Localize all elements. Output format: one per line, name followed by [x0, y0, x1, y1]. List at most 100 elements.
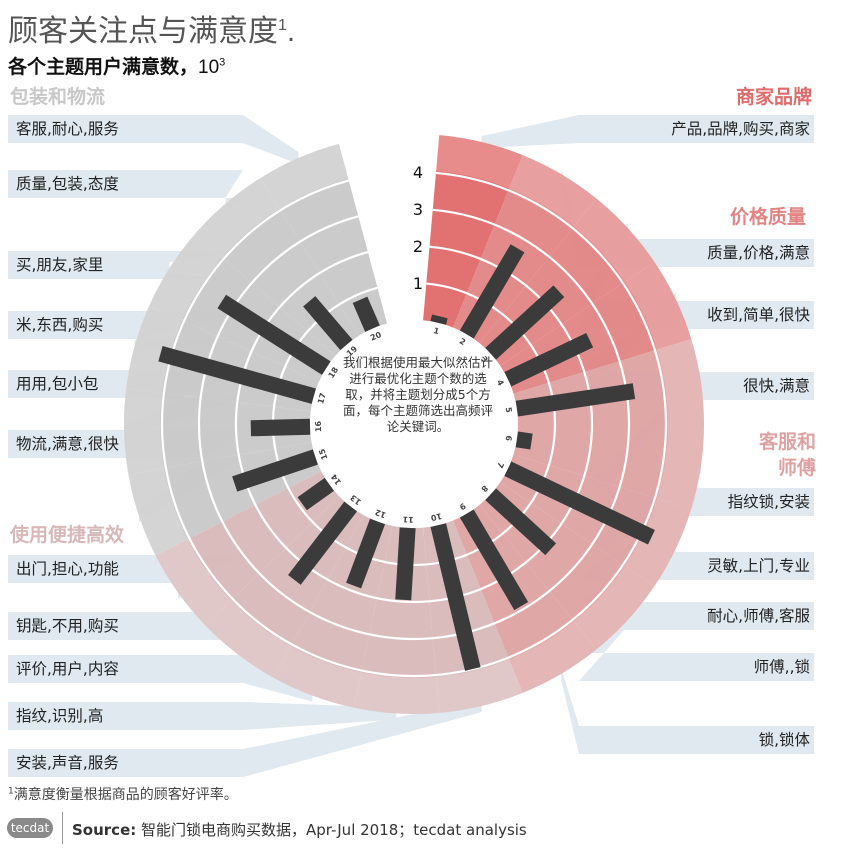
bar-group-12	[346, 518, 386, 589]
bar-label-15: 15	[317, 447, 329, 461]
label-band-9	[561, 667, 814, 754]
topic-keywords-14: 出门,担心,功能	[16, 560, 119, 578]
bar-label-2: 2	[458, 336, 467, 347]
bar-group-13	[288, 501, 358, 585]
topic-keywords-12: 评价,用户,内容	[16, 660, 119, 678]
bar-group-1	[430, 314, 448, 325]
topic-keywords-11: 指纹,识别,高	[16, 707, 103, 725]
bar-group-4	[504, 332, 594, 387]
ring-4	[160, 171, 668, 678]
bar-label-9: 9	[457, 501, 467, 512]
bar-label-4: 4	[495, 378, 506, 387]
topic-keywords-10: 安装,声音,服务	[16, 754, 119, 772]
topic-keywords-18: 买,朋友,家里	[16, 256, 103, 274]
label-band-20	[8, 115, 299, 165]
topic-keywords-2: 质量,价格,满意	[707, 243, 810, 262]
bar-group-5	[515, 383, 636, 417]
bar-1	[430, 314, 448, 325]
topic-keywords-7: 耐心,师傅,客服	[707, 607, 810, 625]
bar-15	[232, 449, 318, 492]
ring-2	[234, 245, 594, 604]
sector-20	[260, 143, 388, 336]
bar-label-10: 10	[429, 511, 442, 522]
bar-group-7	[504, 461, 655, 545]
bar-19	[303, 296, 353, 351]
bar-group-17	[158, 345, 316, 404]
center-disc	[310, 320, 518, 528]
ring-1	[271, 282, 557, 567]
bar-2	[459, 244, 525, 339]
tecdat-logo: tecdat	[7, 818, 53, 838]
bar-group-18	[217, 294, 331, 375]
label-band-13	[8, 612, 243, 661]
sector-1	[423, 135, 523, 328]
topic-keywords-17: 米,东西,购买	[16, 316, 103, 334]
ring-3	[197, 208, 631, 641]
bar-11	[395, 527, 416, 601]
text-layer: 12345678910111213141516171819201234商家品牌价…	[9, 85, 816, 546]
bar-label-8: 8	[479, 483, 490, 494]
bar-5	[515, 383, 636, 417]
bar-10	[430, 523, 481, 671]
topic-keywords-3: 收到,简单,很快	[707, 306, 810, 324]
topic-keywords-9: 锁,锁体	[759, 731, 811, 749]
bar-6	[515, 431, 533, 450]
center-note: 我们根据使用最大似然估计进行最优化主题个数的选取，并将主题划分成5个方面，每个主…	[342, 355, 493, 434]
bar-group-19	[303, 296, 353, 351]
bar-group-15	[232, 449, 318, 492]
label-band-1	[481, 115, 814, 149]
label-band-8	[579, 613, 814, 681]
bar-7	[504, 461, 655, 545]
topic-keywords-16: 用用,包小包	[16, 375, 98, 393]
label-band-10	[8, 699, 482, 777]
sector-11	[353, 525, 440, 714]
ring-gridlines	[160, 171, 668, 678]
bar-group-20	[352, 296, 380, 332]
bar-label-5: 5	[504, 406, 514, 413]
bar-4	[504, 332, 594, 387]
source-line: Source: 智能门锁电商购买数据，Apr-Jul 2018；tecdat a…	[72, 821, 527, 839]
bar-label-11: 11	[402, 514, 414, 524]
bar-group-10	[430, 523, 481, 671]
label-band-11	[8, 702, 397, 730]
bar-group-6	[515, 431, 533, 450]
topic-keywords-1: 产品,品牌,购买,商家	[671, 120, 810, 138]
topic-keywords-4: 很快,满意	[743, 376, 810, 395]
bar-16	[250, 418, 311, 437]
topic-keywords-8: 师傅,,锁	[754, 658, 810, 676]
bar-17	[158, 345, 316, 404]
topic-keywords-20: 客服,耐心,服务	[16, 120, 119, 138]
topic-keywords-13: 钥匙,不用,购买	[16, 617, 119, 635]
tick-label-2: 2	[413, 237, 423, 256]
bar-group-8	[485, 488, 557, 556]
bar-group-16	[250, 418, 311, 437]
bar-3	[485, 285, 565, 360]
bar-label-6: 6	[504, 435, 514, 442]
bar-group-3	[485, 285, 565, 360]
tick-label-1: 1	[413, 274, 423, 293]
bar-label-1: 1	[433, 326, 441, 336]
group-heading-4: 使用便捷高效	[9, 523, 124, 546]
group-heading-1: 价格质量	[730, 205, 806, 228]
bar-group-11	[395, 527, 416, 601]
label-band-12	[8, 655, 313, 702]
bars-layer	[158, 244, 655, 671]
footnote: 1满意度衡量根据商品的顾客好评率。	[8, 786, 238, 803]
bar-label-20: 20	[369, 330, 383, 343]
topic-keywords-15: 物流,满意,很快	[16, 434, 119, 453]
label-band-19	[8, 170, 243, 210]
bar-8	[485, 488, 557, 556]
bar-label-7: 7	[495, 461, 506, 470]
sector-14	[155, 471, 340, 626]
bar-9	[459, 509, 529, 611]
bar-14	[297, 477, 334, 511]
tick-label-3: 3	[413, 200, 423, 219]
bar-12	[346, 518, 386, 589]
group-heading-5: 包装和物流	[10, 85, 105, 108]
bar-group-2	[459, 244, 525, 339]
logo-divider	[62, 812, 63, 844]
bar-label-17: 17	[316, 392, 328, 405]
group-heading-2: 客服和	[759, 430, 816, 453]
sector-6	[513, 424, 704, 509]
